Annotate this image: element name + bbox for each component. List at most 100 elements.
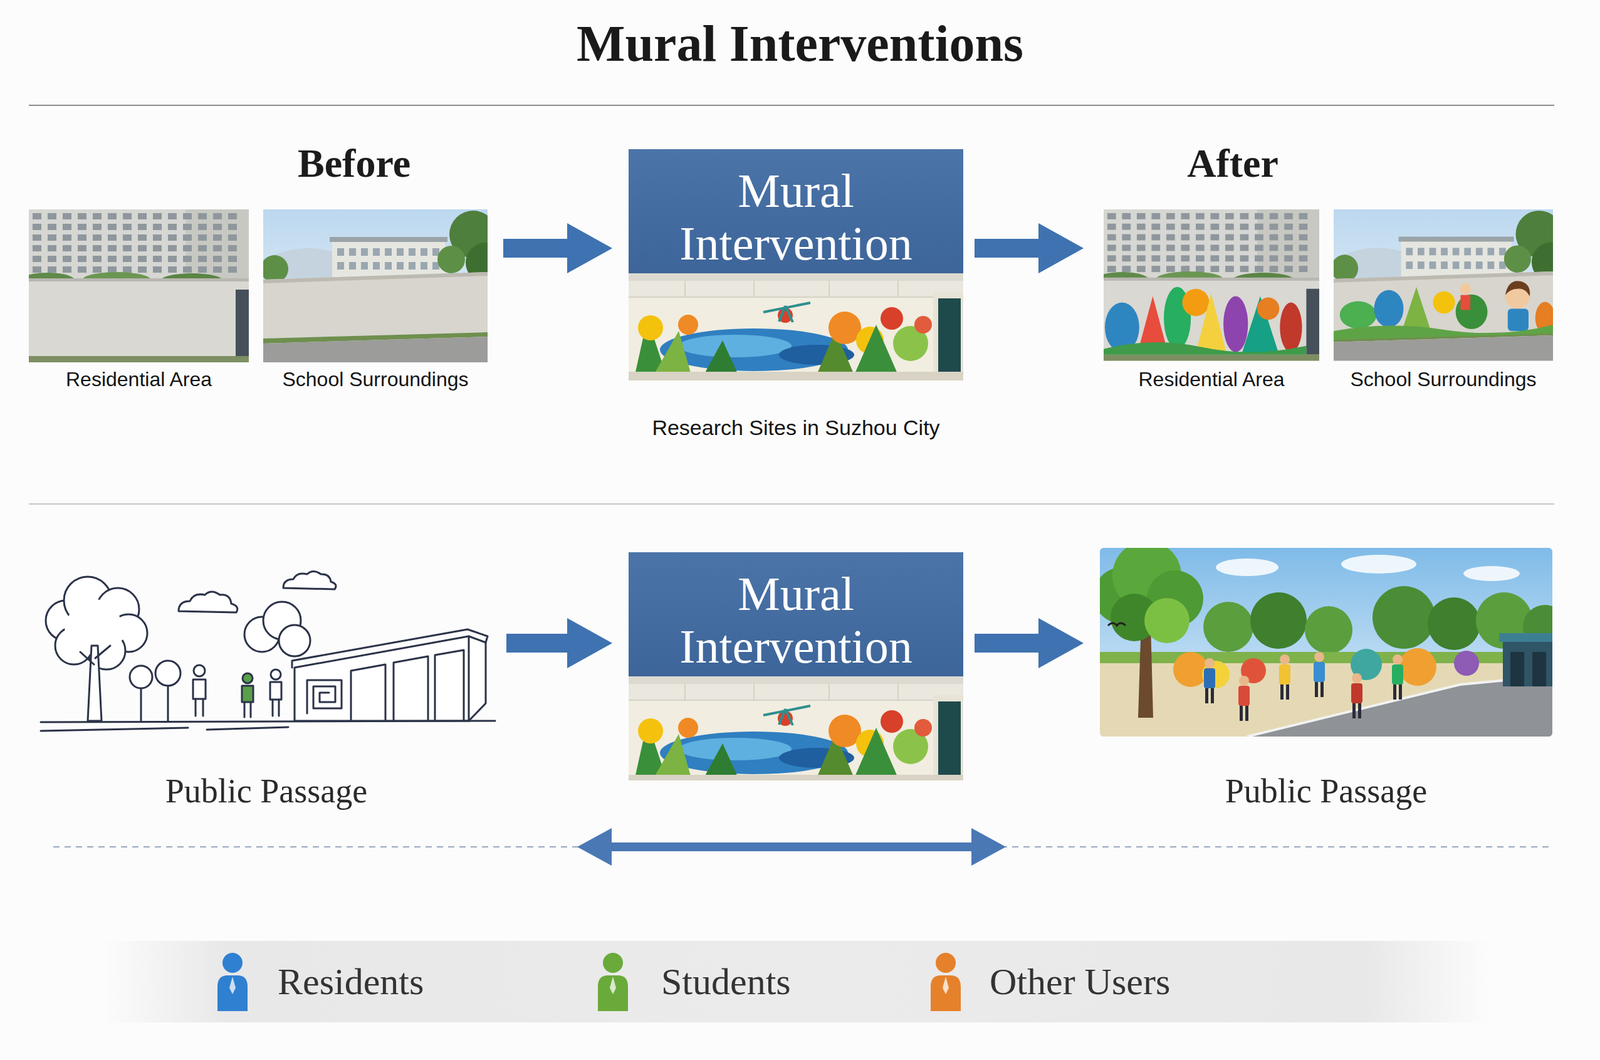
person-figure bbox=[1352, 701, 1356, 719]
caption: Research Sites in Suzhou City bbox=[628, 414, 964, 442]
passage-illustration bbox=[1099, 663, 1553, 737]
person-figure bbox=[1239, 704, 1243, 721]
line-sketch bbox=[64, 612, 93, 641]
legend-icon bbox=[222, 952, 243, 973]
line-sketch bbox=[80, 645, 111, 665]
person-figure bbox=[1358, 701, 1362, 719]
residential-photo-after bbox=[1103, 209, 1320, 361]
legend-label: Residents bbox=[277, 959, 424, 1004]
flow-arrow bbox=[506, 633, 568, 653]
person-figure bbox=[1314, 680, 1318, 697]
school-photo-after bbox=[1460, 295, 1471, 311]
caption: Residential Area bbox=[1103, 367, 1320, 393]
line-sketch bbox=[140, 688, 143, 721]
person-figure bbox=[1279, 654, 1290, 665]
line-sketch bbox=[270, 669, 281, 680]
caption: School Surroundings bbox=[263, 367, 488, 393]
legend-label: Other Users bbox=[989, 959, 1171, 1004]
caption: Public Passage bbox=[37, 771, 496, 813]
passage-illustration bbox=[1304, 606, 1353, 654]
residential-photo-after bbox=[1195, 293, 1227, 354]
person-figure bbox=[1238, 685, 1250, 706]
person-figure bbox=[1210, 686, 1214, 704]
intervention-box: Mural Intervention bbox=[628, 552, 964, 781]
passage-scene: Public Passage bbox=[1099, 547, 1553, 811]
line-sketch bbox=[244, 701, 251, 717]
passage-illustration bbox=[1499, 632, 1553, 642]
passage-illustration bbox=[1203, 601, 1254, 652]
line-sketch bbox=[129, 665, 153, 689]
person-figure bbox=[1391, 654, 1404, 700]
person-figure bbox=[1238, 675, 1250, 721]
residential-photo-after bbox=[1279, 302, 1302, 353]
passage-illustration bbox=[1372, 585, 1436, 649]
line-sketch bbox=[178, 591, 238, 613]
school-photo bbox=[263, 209, 488, 363]
image-group: Residential AreaSchool SurroundingsAfter bbox=[1099, 137, 1558, 395]
passage-illustration bbox=[1463, 565, 1520, 581]
flow-arrow bbox=[974, 238, 1039, 258]
legend-icon bbox=[213, 951, 252, 1012]
legend-icon bbox=[594, 951, 632, 1012]
passage-illustration bbox=[1532, 651, 1547, 687]
line-sketch bbox=[193, 664, 205, 677]
passage-illustration bbox=[1203, 651, 1404, 721]
line-sketch bbox=[393, 656, 429, 720]
residential-photo-after bbox=[1223, 296, 1248, 353]
residential-photo-after bbox=[1103, 209, 1320, 361]
person-figure bbox=[1279, 654, 1291, 700]
school-photo-after bbox=[1333, 209, 1553, 361]
flow-arrow bbox=[974, 633, 1039, 653]
person-figure bbox=[1205, 686, 1209, 704]
person-figure bbox=[1245, 704, 1249, 721]
passage-illustration bbox=[1510, 651, 1525, 687]
site-photo: Residential Area bbox=[1103, 209, 1320, 394]
school-photo-after bbox=[1507, 308, 1529, 331]
person-figure bbox=[1279, 664, 1291, 685]
site-photo: School Surroundings bbox=[263, 209, 488, 394]
person-figure bbox=[1351, 673, 1362, 684]
flow-arrow bbox=[503, 238, 568, 258]
site-photo: School Surroundings bbox=[1333, 209, 1553, 394]
line-sketch bbox=[272, 699, 279, 716]
person-figure bbox=[1393, 683, 1397, 700]
line-sketch bbox=[155, 660, 181, 686]
site-photo: Residential Area bbox=[28, 209, 249, 394]
rule bbox=[28, 503, 1555, 505]
legend-icon bbox=[217, 975, 248, 1011]
legend-icon bbox=[942, 976, 949, 994]
rule bbox=[28, 104, 1555, 106]
line-sketch bbox=[99, 616, 127, 644]
legend-icon bbox=[930, 975, 961, 1011]
line-sketch bbox=[270, 681, 282, 700]
line-sketch bbox=[434, 649, 464, 720]
line-sketch bbox=[40, 720, 496, 722]
school-photo-after bbox=[1333, 209, 1553, 361]
line-sketch bbox=[294, 636, 486, 721]
person-figure bbox=[1320, 680, 1324, 697]
person-figure bbox=[1286, 683, 1290, 700]
passage-illustration bbox=[1144, 597, 1190, 644]
caption: Public Passage bbox=[1099, 771, 1553, 813]
residential-photo bbox=[28, 209, 249, 363]
person-figure bbox=[1351, 673, 1363, 719]
school-photo-after bbox=[1333, 209, 1553, 361]
double-arrow bbox=[606, 842, 977, 852]
passage-illustration bbox=[1341, 554, 1417, 574]
school-photo-after bbox=[1339, 301, 1377, 330]
line-sketch bbox=[193, 679, 206, 699]
line-sketch bbox=[292, 629, 488, 721]
line-sketch bbox=[241, 685, 254, 702]
line-sketch bbox=[242, 673, 253, 684]
residential-photo-after bbox=[1242, 296, 1280, 354]
passage-illustration bbox=[1398, 648, 1437, 686]
diagram-title: Mural Interventions bbox=[0, 13, 1600, 74]
passage-illustration bbox=[1502, 639, 1553, 687]
passage-illustration bbox=[1215, 558, 1279, 576]
residential-photo-after bbox=[1181, 288, 1209, 317]
box-title: Mural Intervention bbox=[637, 160, 954, 274]
passage-scene: Public Passage bbox=[37, 564, 496, 815]
residential-photo-after bbox=[1103, 342, 1307, 355]
passage-illustration bbox=[1108, 622, 1126, 626]
legend-icon bbox=[602, 952, 623, 973]
